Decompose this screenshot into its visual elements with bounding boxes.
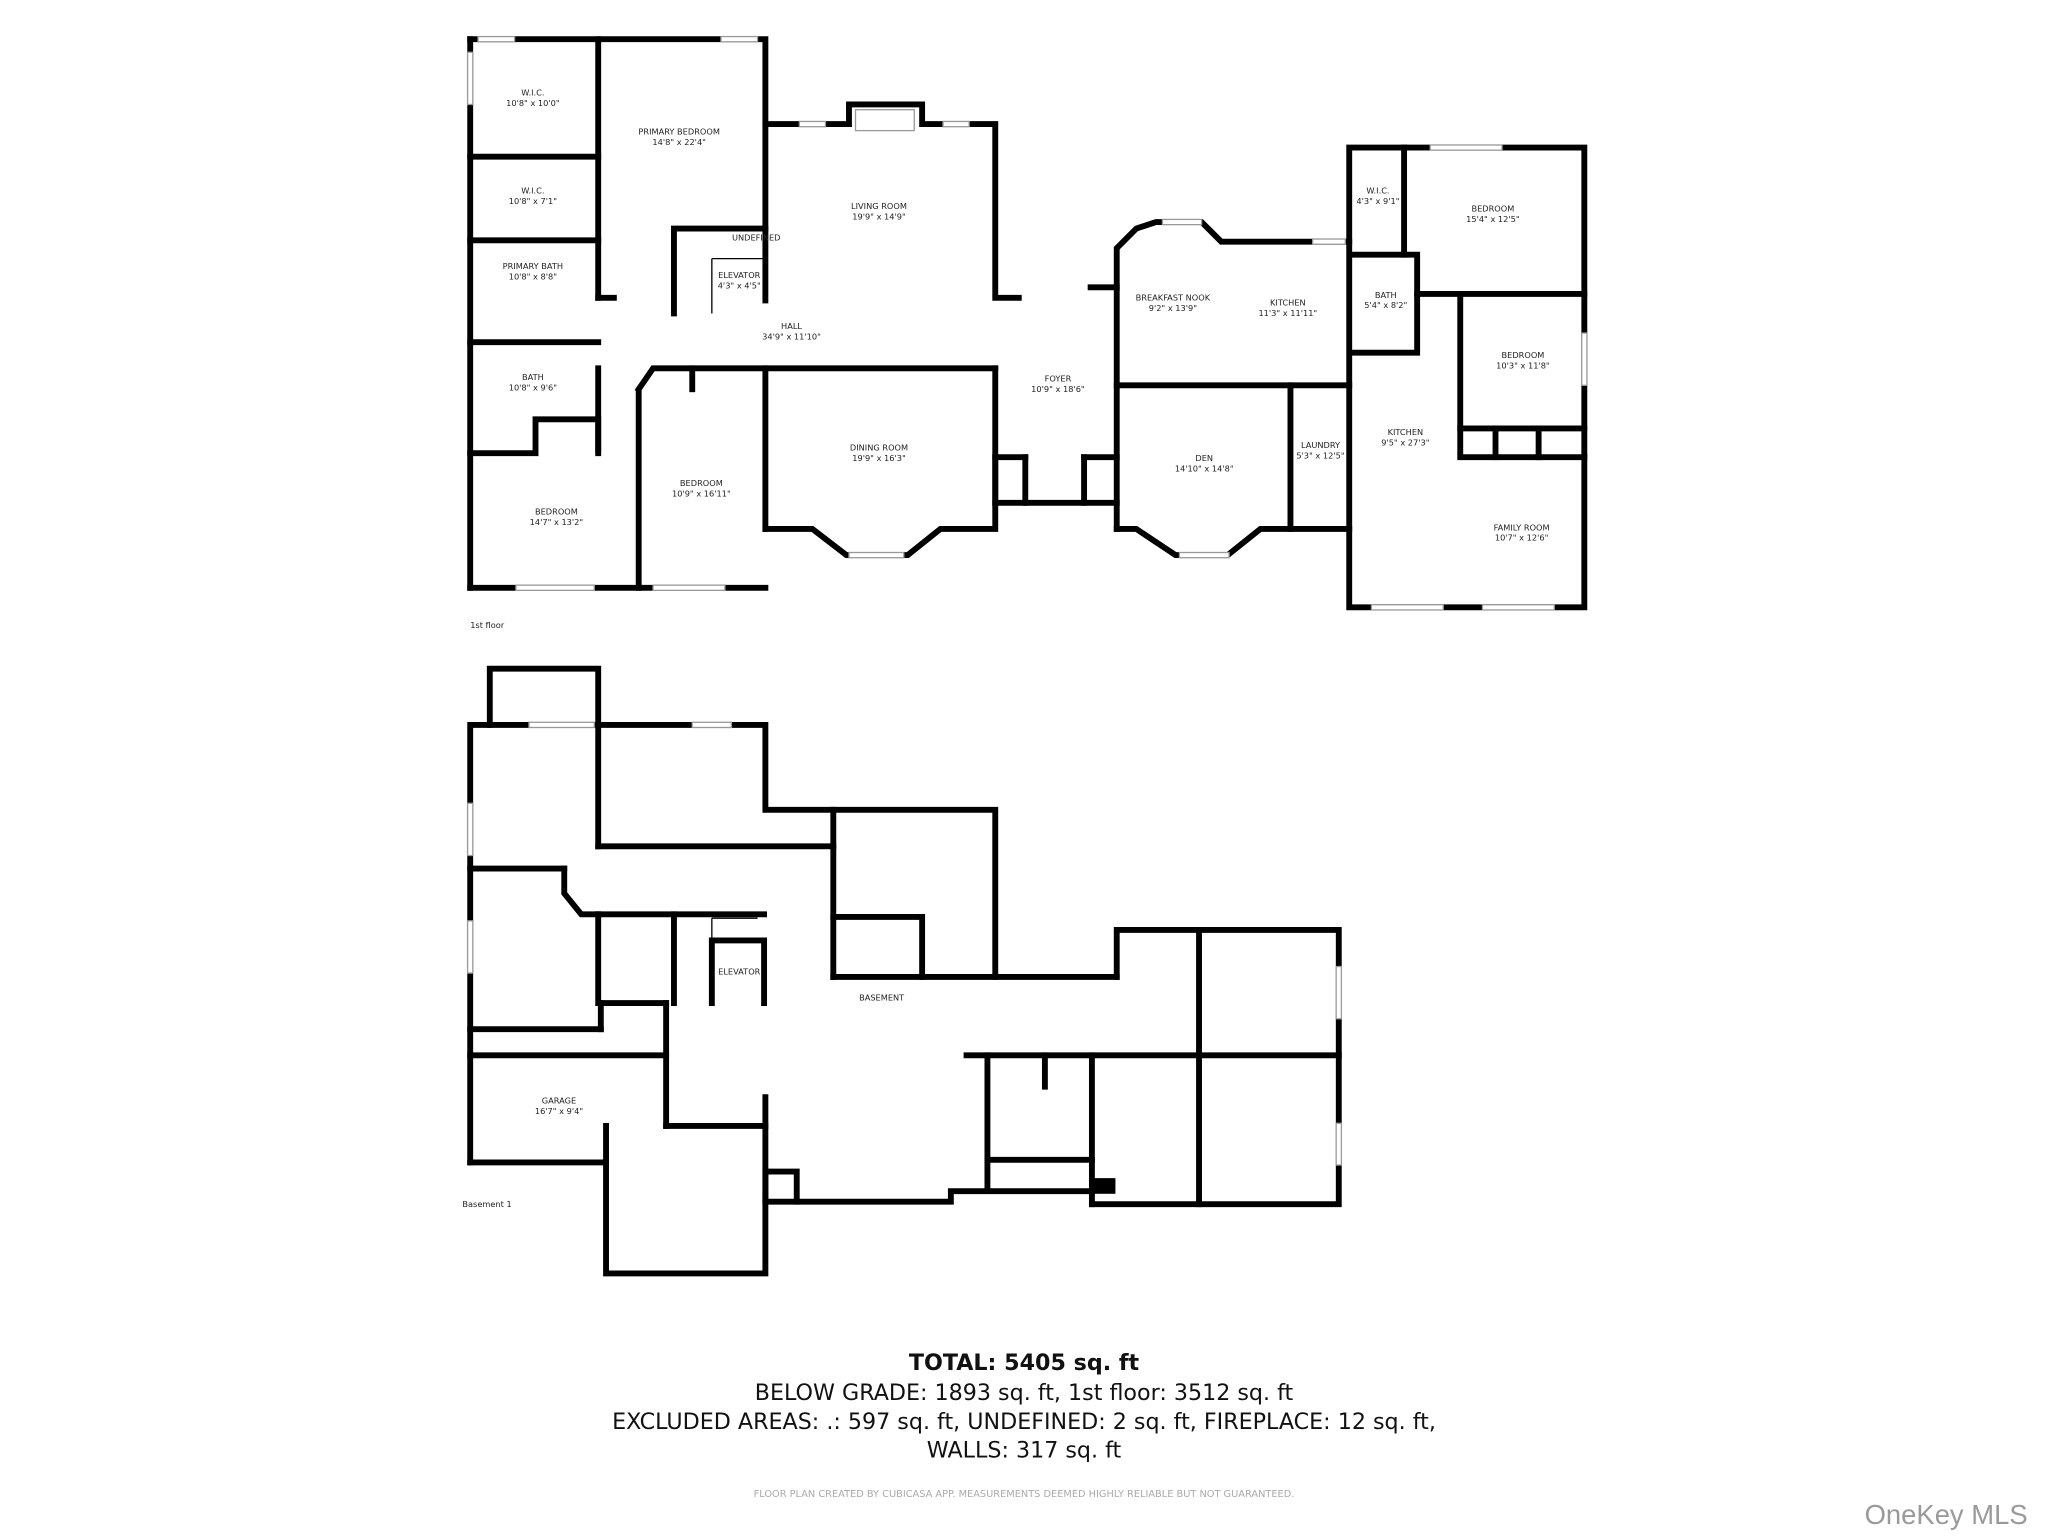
area-breakdown-line-2: EXCLUDED AREAS: .: 597 sq. ft, UNDEFINED… [612,1409,1436,1435]
room-dimensions: 4'3" x 9'1" [1356,196,1399,206]
room-dimensions: 34'9" x 11'10" [762,332,821,342]
room-name: BATH [1375,290,1397,300]
room-name: PRIMARY BATH [503,261,563,271]
room-name: ELEVATOR [718,966,761,976]
disclaimer: FLOOR PLAN CREATED BY CUBICASA APP. MEAS… [754,1489,1295,1500]
room-name: BASEMENT [859,992,905,1002]
room-dimensions: 14'7" x 13'2" [530,517,584,527]
basement-walls [466,665,1343,1277]
room-name: BREAKFAST NOOK [1136,292,1211,302]
room-dimensions: 9'2" x 13'9" [1149,303,1197,313]
room-name: W.I.C. [521,185,544,195]
room-name: LAUNDRY [1301,440,1341,450]
room-dimensions: 10'8" x 9'6" [509,383,557,393]
room-name: DINING ROOM [850,443,908,453]
room-name: UNDEFINED [732,232,781,242]
room-dimensions: 4'3" x 4'5" [718,281,761,291]
room-dimensions: 14'10" x 14'8" [1175,464,1234,474]
room-name: BATH [522,372,544,382]
room-dimensions: 5'4" x 8'2" [1364,300,1407,310]
room-dimensions: 16'7" x 9'4" [535,1106,583,1116]
room-name: DEN [1195,453,1213,463]
room-name: HALL [781,321,802,331]
room-dimensions: 10'3" x 11'8" [1496,360,1550,370]
first-floor-label: 1st floor [470,620,505,630]
room-name: GARAGE [542,1096,576,1106]
room-name: KITCHEN [1270,298,1306,308]
room-name: W.I.C. [1366,185,1389,195]
room-dimensions: 11'3" x 11'11" [1258,308,1317,318]
room-dimensions: 10'8" x 7'1" [509,196,557,206]
total-area: TOTAL: 5405 sq. ft [909,1350,1140,1376]
room-labels: W.I.C.10'8" x 10'0"PRIMARY BEDROOM14'8" … [503,87,1550,1116]
basement-floor-label: Basement 1 [462,1199,511,1209]
room-name: W.I.C. [521,87,544,97]
room-dimensions: 10'8" x 10'0" [506,98,560,108]
watermark-logo: OneKey MLS [1865,1499,2028,1530]
room-dimensions: 5'3" x 12'5" [1296,450,1344,460]
room-name: BEDROOM [680,478,723,488]
room-dimensions: 10'8" x 8'8" [509,272,557,282]
area-breakdown-line-1: BELOW GRADE: 1893 sq. ft, 1st floor: 351… [755,1380,1294,1406]
room-name: FOYER [1045,373,1072,383]
room-dimensions: 10'9" x 18'6" [1031,384,1085,394]
room-dimensions: 19'9" x 14'9" [852,211,906,221]
room-name: LIVING ROOM [851,201,907,211]
room-name: BEDROOM [1501,350,1544,360]
room-dimensions: 10'9" x 16'11" [672,488,731,498]
room-name: KITCHEN [1388,427,1424,437]
room-dimensions: 15'4" x 12'5" [1466,214,1520,224]
room-dimensions: 14'8" x 22'4" [652,137,706,147]
room-name: ELEVATOR [718,270,761,280]
area-breakdown-line-3: WALLS: 317 sq. ft [927,1438,1122,1464]
room-dimensions: 19'9" x 16'3" [852,453,906,463]
room-name: FAMILY ROOM [1494,522,1550,532]
room-name: PRIMARY BEDROOM [638,127,720,137]
room-name: BEDROOM [535,507,578,517]
room-name: BEDROOM [1471,204,1514,214]
room-dimensions: 10'7" x 12'6" [1495,533,1549,543]
room-dimensions: 9'5" x 27'3" [1381,437,1429,447]
first-floor-walls [466,35,1588,611]
